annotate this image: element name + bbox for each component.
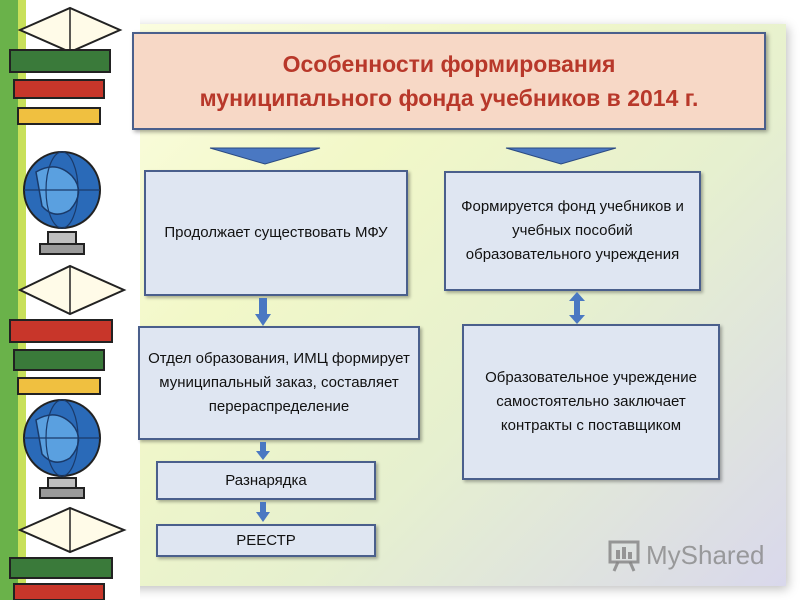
title-line-1: Особенности формирования bbox=[282, 51, 616, 77]
arrow-down-1 bbox=[255, 298, 271, 326]
box-registry: РЕЕСТР bbox=[156, 524, 376, 557]
arrow-down-left-branch bbox=[209, 147, 321, 165]
open-book-icon bbox=[9, 264, 127, 395]
box-allocation-text: Разнарядка bbox=[225, 471, 307, 489]
box-allocation: Разнарядка bbox=[156, 461, 376, 500]
arrow-down-2 bbox=[256, 442, 270, 460]
box-continues-mfu-text: Продолжает существовать МФУ bbox=[164, 224, 388, 241]
title-box: Особенности формирования муниципального … bbox=[132, 32, 766, 130]
globe-icon bbox=[23, 399, 101, 499]
title-line-2: муниципального фонда учебников в 2014 г. bbox=[199, 85, 699, 111]
box-fund-formed: Формируется фонд учебников и учебных пос… bbox=[444, 171, 701, 291]
open-book-icon bbox=[9, 506, 127, 600]
box-education-department: Отдел образования, ИМЦ формирует муницип… bbox=[138, 326, 420, 440]
box-registry-text: РЕЕСТР bbox=[236, 531, 296, 549]
arrow-down-right-branch bbox=[505, 147, 617, 165]
presentation-board-icon bbox=[608, 540, 640, 572]
watermark-text: MyShared bbox=[646, 539, 765, 570]
globe-icon bbox=[23, 151, 101, 255]
box-continues-mfu: Продолжает существовать МФУ bbox=[144, 170, 408, 296]
decorative-books-globes-border bbox=[0, 0, 140, 600]
box-school-contracts-text: Образовательное учреждение самостоятельн… bbox=[485, 369, 697, 434]
watermark: MyShared bbox=[608, 538, 765, 572]
arrow-down-3 bbox=[256, 502, 270, 522]
arrow-bidirectional bbox=[569, 292, 585, 324]
box-school-contracts: Образовательное учреждение самостоятельн… bbox=[462, 324, 720, 480]
box-fund-formed-text: Формируется фонд учебников и учебных пос… bbox=[461, 198, 684, 263]
open-book-icon bbox=[9, 6, 123, 125]
box-education-department-text: Отдел образования, ИМЦ формирует муницип… bbox=[148, 350, 410, 415]
